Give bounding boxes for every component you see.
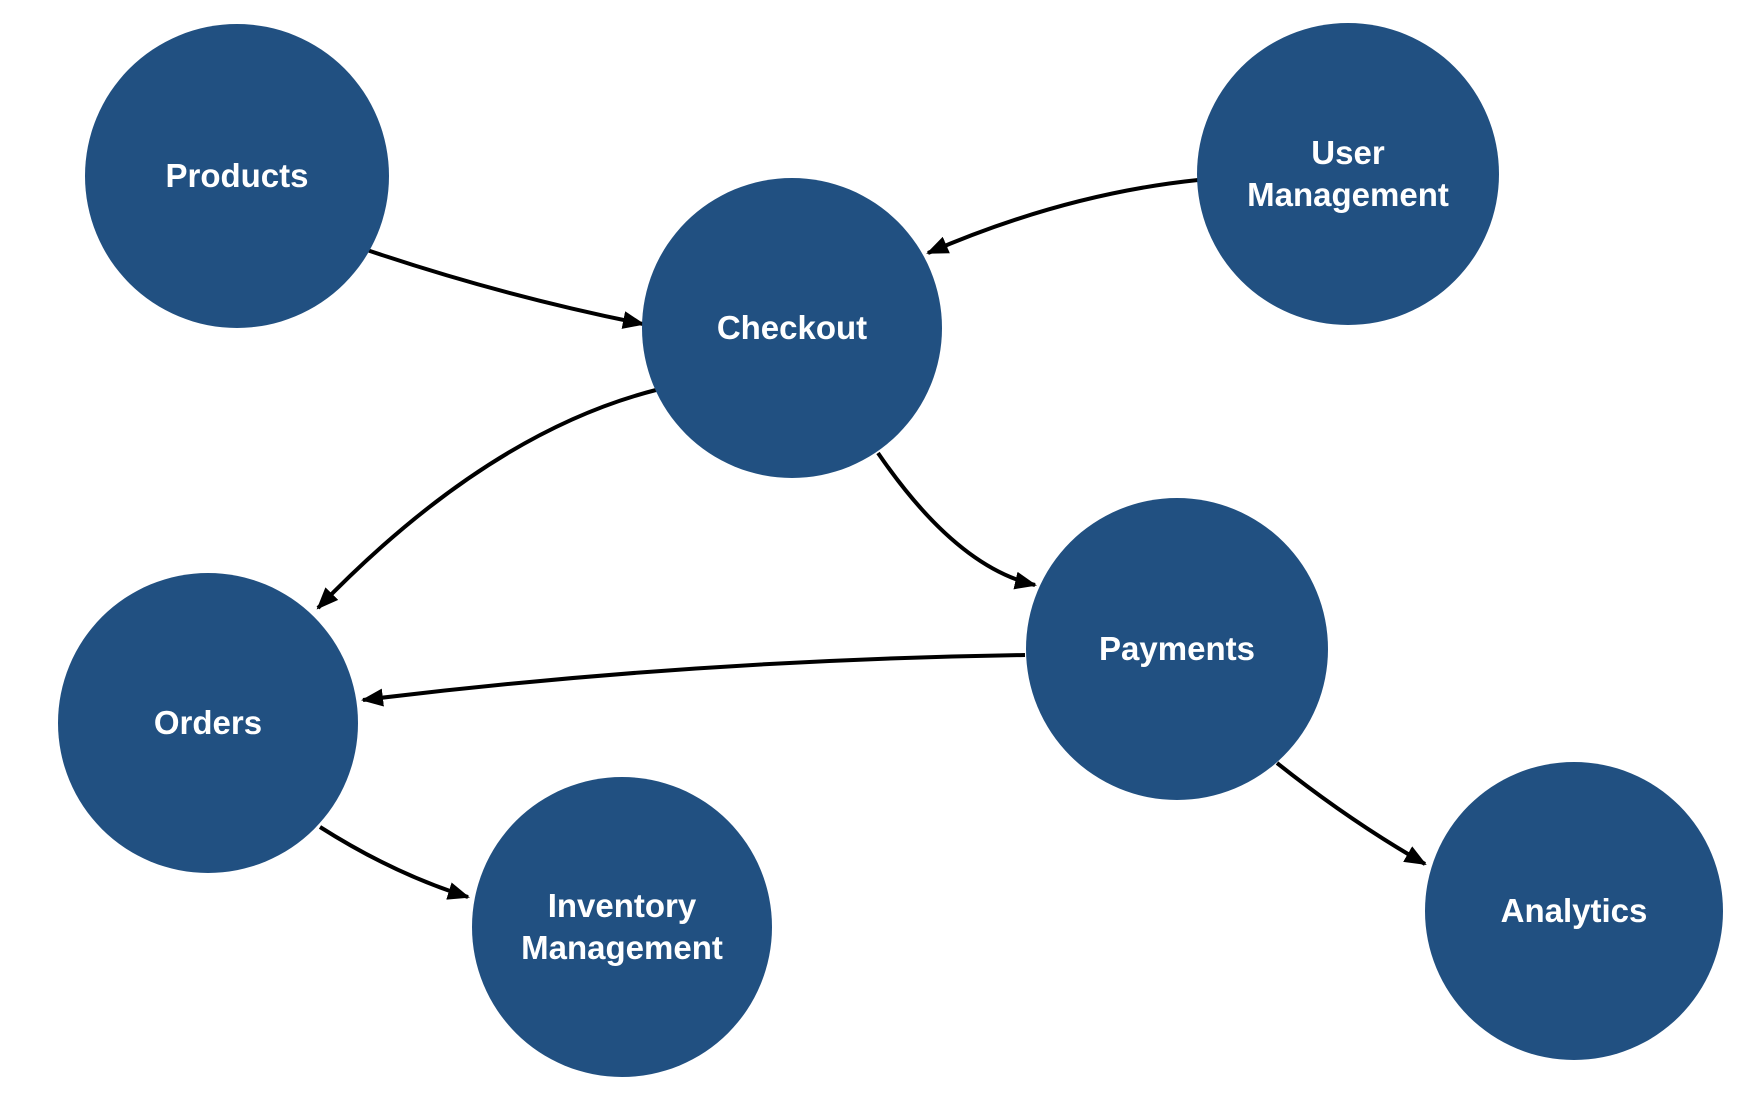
node-orders-label: Orders <box>153 703 263 741</box>
node-analytics[interactable]: Analytics <box>1425 762 1723 1060</box>
edge-payments-to-analytics <box>1275 761 1427 866</box>
node-inventory-management[interactable]: Inventory Management <box>472 777 772 1077</box>
node-analytics-label: Analytics <box>1500 891 1648 929</box>
node-user-management[interactable]: User Management <box>1197 23 1499 325</box>
node-products-label: Products <box>165 156 309 194</box>
edge-checkout-to-orders <box>316 388 657 610</box>
node-checkout-label: Checkout <box>716 308 868 346</box>
node-orders[interactable]: Orders <box>58 573 358 873</box>
node-user-management-label: User Management <box>1247 133 1449 213</box>
edge-checkout-to-payments <box>876 451 1037 590</box>
edge-products-to-checkout <box>366 248 645 329</box>
edge-user-management-to-checkout <box>926 178 1199 255</box>
node-products[interactable]: Products <box>85 24 389 328</box>
node-checkout[interactable]: Checkout <box>642 178 942 478</box>
edge-payments-to-orders <box>361 653 1026 707</box>
edge-orders-to-inventory-management <box>318 825 470 900</box>
node-payments-label: Payments <box>1099 629 1255 667</box>
node-payments[interactable]: Payments <box>1026 498 1328 800</box>
node-inventory-management-label: Inventory Management <box>521 886 723 966</box>
